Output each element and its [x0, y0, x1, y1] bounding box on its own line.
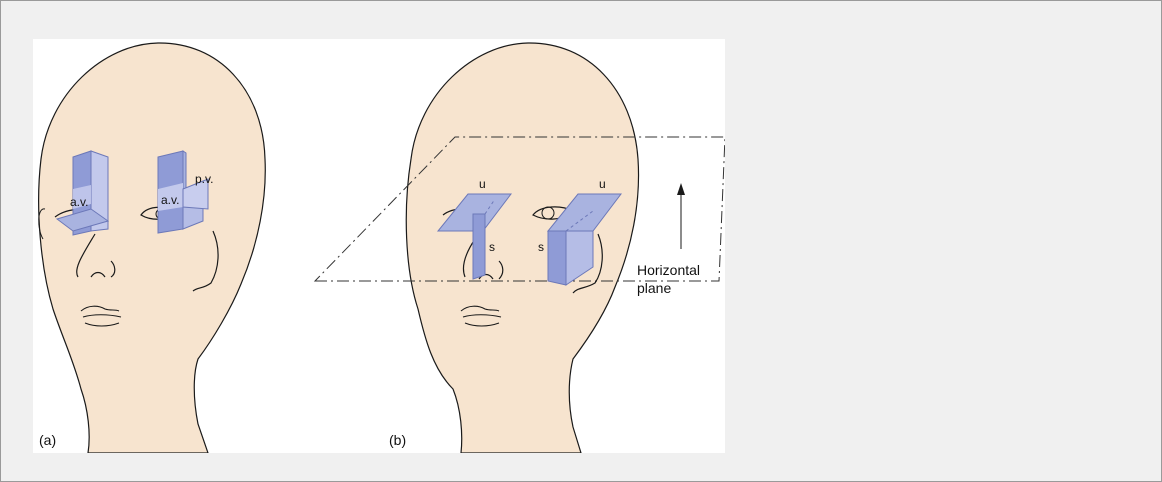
label-horizontal: Horizontal [637, 262, 700, 278]
label-av-left: a.v. [70, 195, 88, 209]
label-av-right: a.v. [161, 193, 179, 207]
label-s-left: s [489, 240, 495, 254]
plane-arrow [677, 183, 685, 249]
head-diagram: a.v. a.v. p.v. (a) [33, 39, 725, 453]
label-s-right: s [538, 240, 544, 254]
caption-b: (b) [389, 432, 406, 448]
label-pv: p.v. [195, 172, 213, 186]
figure-panel: a.v. a.v. p.v. (a) [33, 39, 725, 453]
panel-b: u s u s Horizontal plane (b) [315, 43, 725, 453]
head-b [406, 43, 638, 453]
label-u-left: u [479, 177, 486, 191]
head-a [39, 43, 266, 453]
panel-a: a.v. a.v. p.v. (a) [39, 43, 266, 453]
label-plane: plane [637, 280, 671, 296]
caption-a: (a) [39, 432, 56, 448]
label-u-right: u [599, 177, 606, 191]
